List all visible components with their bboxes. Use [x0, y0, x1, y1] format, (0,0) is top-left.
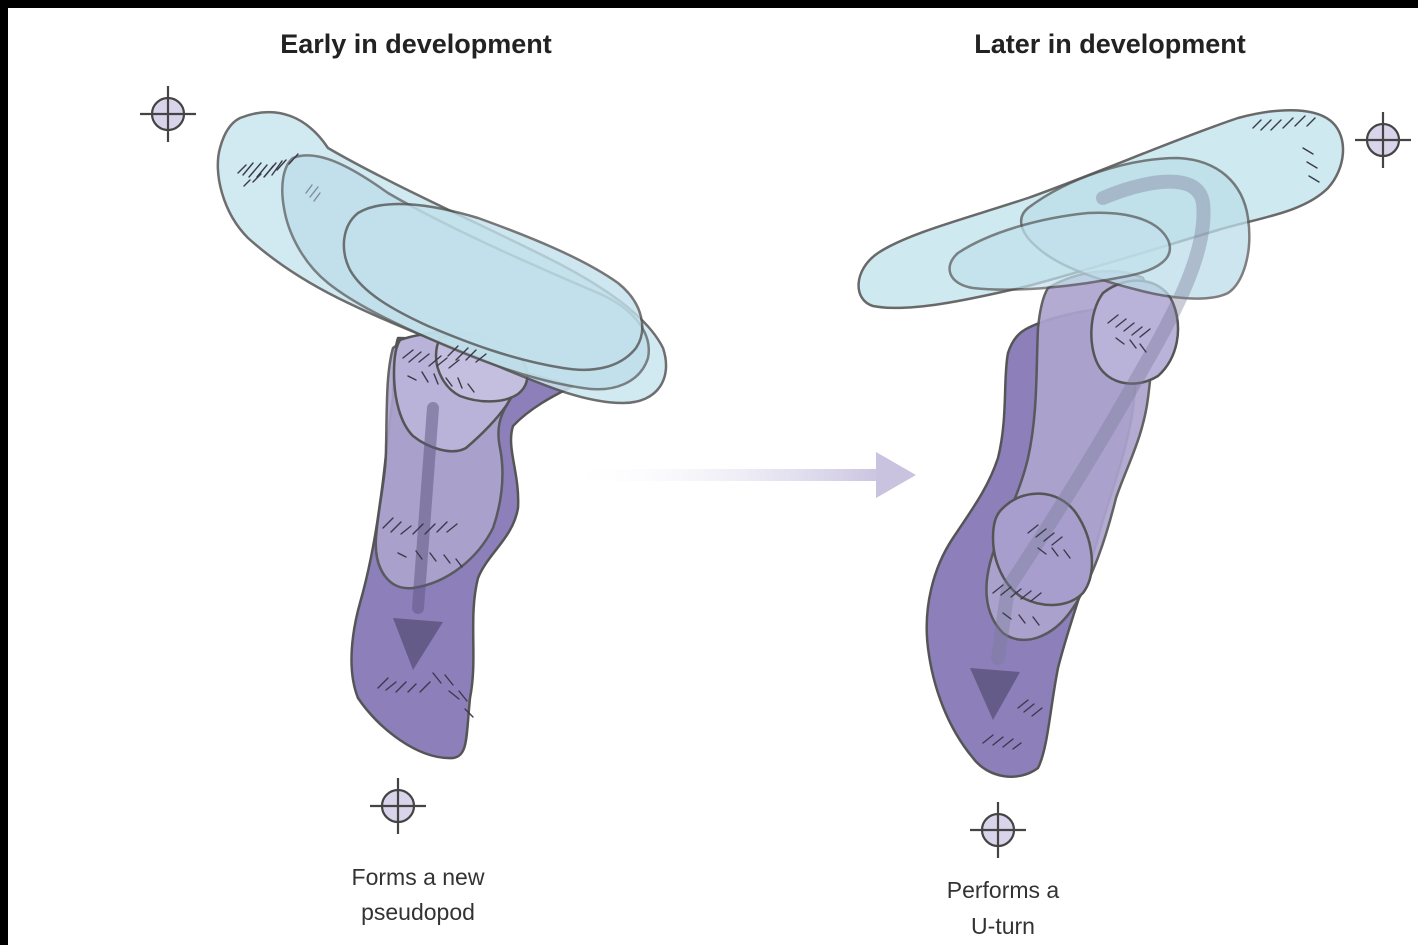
diagram-svg: Early in development Later in developmen… — [8, 8, 1418, 945]
right-bottom-target-icon — [970, 802, 1026, 858]
right-panel-title: Later in development — [974, 29, 1246, 59]
left-caption-line1: Forms a new — [352, 864, 485, 890]
left-bottom-target-icon — [370, 778, 426, 834]
right-cell — [859, 110, 1343, 777]
left-old-pseudopod-core — [344, 204, 642, 370]
transition-arrow — [563, 452, 916, 498]
right-caption-line1: Performs a — [947, 877, 1060, 903]
diagram-canvas: Early in development Later in developmen… — [8, 8, 1418, 945]
right-top-target-icon — [1355, 112, 1411, 168]
left-top-target-icon — [140, 86, 196, 142]
left-cell — [218, 112, 666, 758]
left-caption-line2: pseudopod — [361, 899, 475, 925]
right-caption-line2: U-turn — [971, 913, 1035, 939]
left-panel-title: Early in development — [280, 29, 552, 59]
